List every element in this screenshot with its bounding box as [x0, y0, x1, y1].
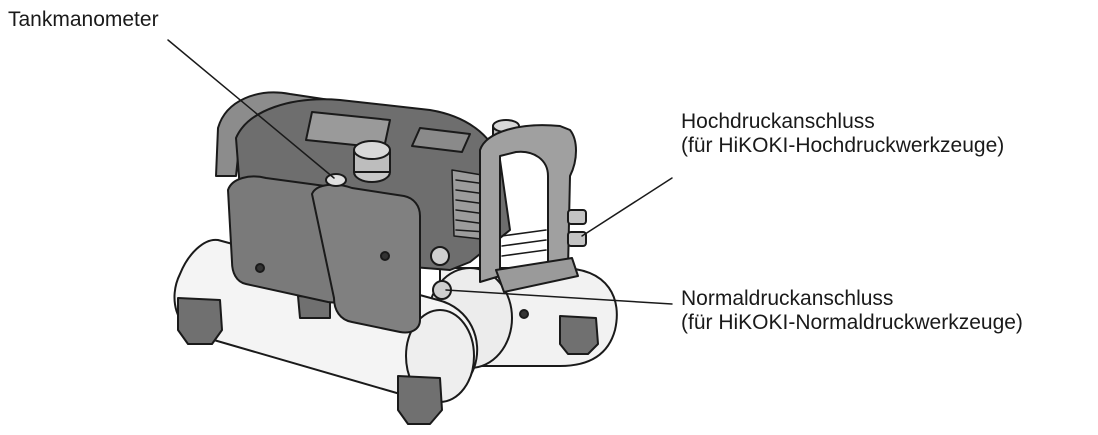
- leader-tank-gauge: [167, 39, 335, 179]
- high-pressure-outlet-label: Hochdruckanschluss (für HiKOKI-Hochdruck…: [681, 110, 1004, 158]
- normal-pressure-label-line1: Normaldruckanschluss: [681, 287, 894, 310]
- leader-normal-pressure: [445, 289, 673, 305]
- tank-gauge-label: Tankmanometer: [8, 8, 159, 32]
- front-handle-frame: [479, 124, 579, 319]
- high-pressure-label-line2: (für HiKOKI-Hochdruckwerkzeuge): [681, 134, 1005, 157]
- front-cover: [227, 175, 421, 334]
- tank-gauge-dial: [325, 173, 347, 187]
- leader-high-pressure: [581, 177, 673, 237]
- normal-pressure-outlet-label: Normaldruckanschluss (für HiKOKI-Normald…: [681, 287, 1023, 335]
- high-pressure-label-line1: Hochdruckanschluss: [681, 110, 875, 133]
- tank-gauge-label-text: Tankmanometer: [8, 8, 159, 31]
- rubber-feet: [177, 295, 599, 425]
- normal-pressure-label-line2: (für HiKOKI-Normaldruckwerkzeuge): [681, 311, 1023, 334]
- leader-lines: [167, 39, 673, 305]
